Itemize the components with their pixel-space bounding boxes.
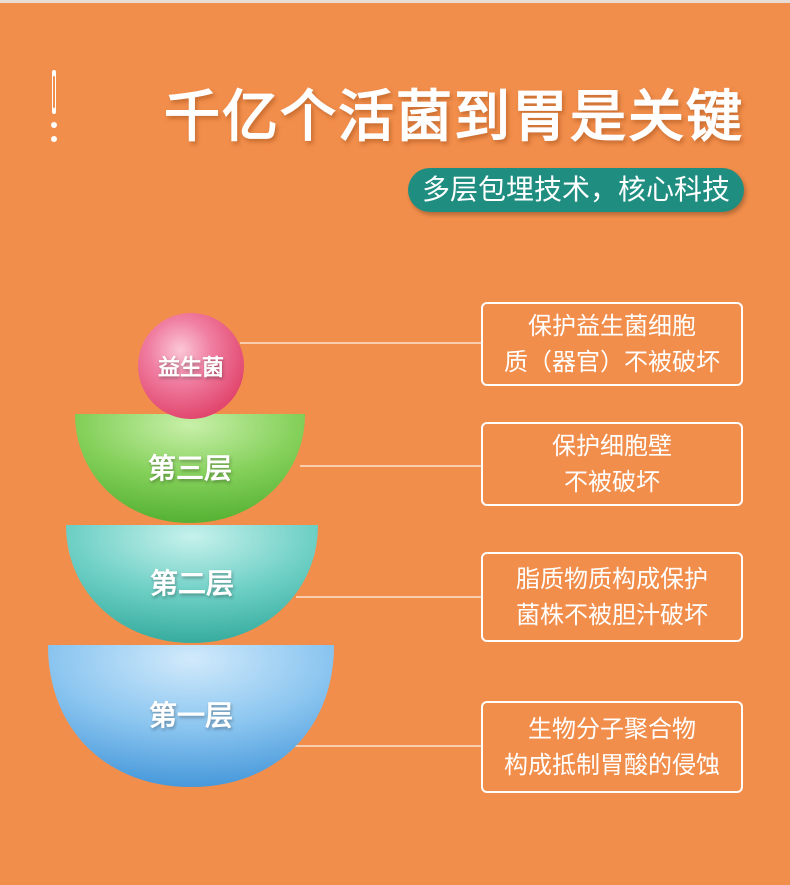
desc-line: 菌株不被胆汁破坏 bbox=[516, 601, 708, 629]
decorative-exclamation-icon bbox=[49, 70, 59, 150]
ball-label: 益生菌 bbox=[157, 356, 225, 381]
desc-line: 构成抵制胃酸的侵蚀 bbox=[504, 751, 720, 779]
desc-line: 不被破坏 bbox=[564, 468, 660, 496]
probiotic-ball bbox=[138, 313, 244, 419]
page-title: 千亿个活菌到胃是关键 bbox=[164, 85, 744, 150]
desc-box-layer3: 保护细胞壁 不被破坏 bbox=[481, 422, 743, 506]
top-border-line bbox=[0, 0, 790, 3]
layer1-bowl bbox=[48, 645, 334, 787]
desc-line: 保护益生菌细胞 bbox=[528, 312, 696, 340]
desc-box-probiotic: 保护益生菌细胞 质（器官）不被破坏 bbox=[481, 302, 743, 386]
desc-line: 保护细胞壁 bbox=[552, 432, 672, 460]
layer2-bowl bbox=[66, 525, 318, 643]
layer3-label: 第三层 bbox=[147, 452, 233, 485]
desc-line: 脂质物质构成保护 bbox=[516, 565, 708, 593]
desc-box-layer1: 生物分子聚合物 构成抵制胃酸的侵蚀 bbox=[481, 701, 743, 793]
desc-line: 生物分子聚合物 bbox=[528, 715, 696, 743]
layer3-bowl bbox=[75, 414, 305, 523]
desc-box-layer2: 脂质物质构成保护 菌株不被胆汁破坏 bbox=[481, 552, 743, 642]
subtitle-badge: 多层包埋技术，核心科技 bbox=[407, 168, 744, 212]
layer1-label: 第一层 bbox=[148, 699, 234, 732]
layer2-label: 第二层 bbox=[149, 567, 235, 600]
desc-line: 质（器官）不被破坏 bbox=[504, 348, 720, 376]
